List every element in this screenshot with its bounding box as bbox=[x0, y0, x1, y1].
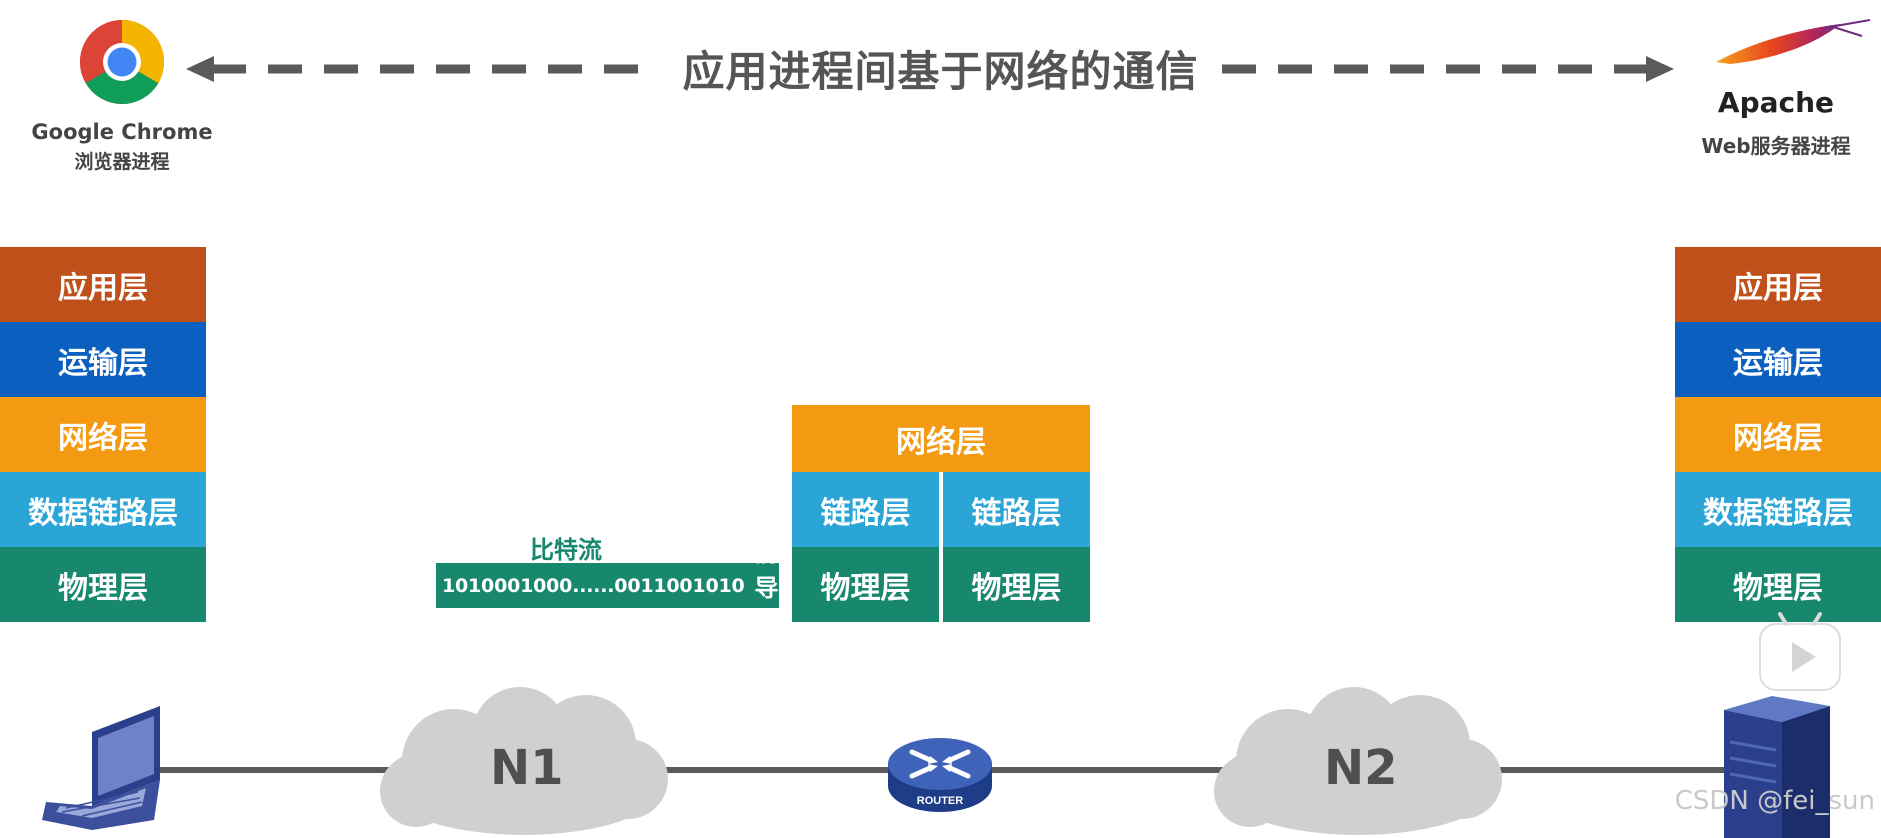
router-device-label: ROUTER bbox=[917, 795, 964, 807]
router-protocol-stack: 网络层 链路层 链路层 物理层 物理层 bbox=[792, 405, 1090, 622]
router-physical-layer-right: 物理层 bbox=[943, 547, 1090, 622]
bitstream-label: 比特流 bbox=[530, 536, 602, 564]
play-button-icon[interactable] bbox=[1758, 612, 1842, 692]
network-n2-label: N2 bbox=[1324, 740, 1398, 796]
client-network-layer: 网络层 bbox=[0, 397, 206, 472]
network-cloud-n2 bbox=[1214, 687, 1502, 835]
network-cloud-n1 bbox=[380, 687, 668, 835]
bitstream-bar: 1010001000......0011001010 前导码 bbox=[436, 539, 779, 637]
right-arrowhead bbox=[1646, 56, 1674, 82]
client-process-label: 浏览器进程 bbox=[74, 151, 170, 173]
bitstream-preamble: 前导码 bbox=[754, 539, 779, 637]
network-n1-label: N1 bbox=[490, 740, 564, 796]
router-device-icon: ROUTER bbox=[888, 738, 992, 812]
banner-title: 应用进程间基于网络的通信 bbox=[682, 47, 1199, 96]
communication-arrows bbox=[186, 56, 1674, 82]
server-network-layer: 网络层 bbox=[1675, 397, 1881, 472]
client-physical-layer: 物理层 bbox=[0, 547, 206, 622]
router-stack-divider bbox=[939, 472, 943, 622]
router-network-layer: 网络层 bbox=[792, 405, 1090, 472]
server-application-layer: 应用层 bbox=[1675, 247, 1881, 322]
router-link-layer-right: 链路层 bbox=[943, 472, 1090, 547]
client-application-layer: 应用层 bbox=[0, 247, 206, 322]
server-process-label: Web服务器进程 bbox=[1701, 134, 1851, 158]
client-app-name: Google Chrome bbox=[31, 120, 213, 144]
router-link-layer-left: 链路层 bbox=[792, 472, 939, 547]
server-physical-layer: 物理层 bbox=[1675, 547, 1881, 622]
server-datalink-layer: 数据链路层 bbox=[1675, 472, 1881, 547]
chrome-logo-icon bbox=[79, 19, 165, 105]
client-transport-layer: 运输层 bbox=[0, 322, 206, 397]
router-physical-layer-left: 物理层 bbox=[792, 547, 939, 622]
left-arrowhead bbox=[186, 56, 214, 82]
server-app-name: Apache bbox=[1717, 86, 1835, 119]
client-protocol-stack: 应用层 运输层 网络层 数据链路层 物理层 bbox=[0, 247, 206, 622]
server-icon bbox=[1724, 696, 1830, 838]
watermark: CSDN @fei_sun bbox=[1674, 786, 1875, 816]
server-protocol-stack: 应用层 运输层 网络层 数据链路层 物理层 bbox=[1675, 247, 1881, 622]
laptop-icon bbox=[42, 706, 160, 830]
client-datalink-layer: 数据链路层 bbox=[0, 472, 206, 547]
apache-feather-icon bbox=[1716, 19, 1871, 64]
bitstream-bits: 1010001000......0011001010 bbox=[442, 574, 745, 597]
server-transport-layer: 运输层 bbox=[1675, 322, 1881, 397]
